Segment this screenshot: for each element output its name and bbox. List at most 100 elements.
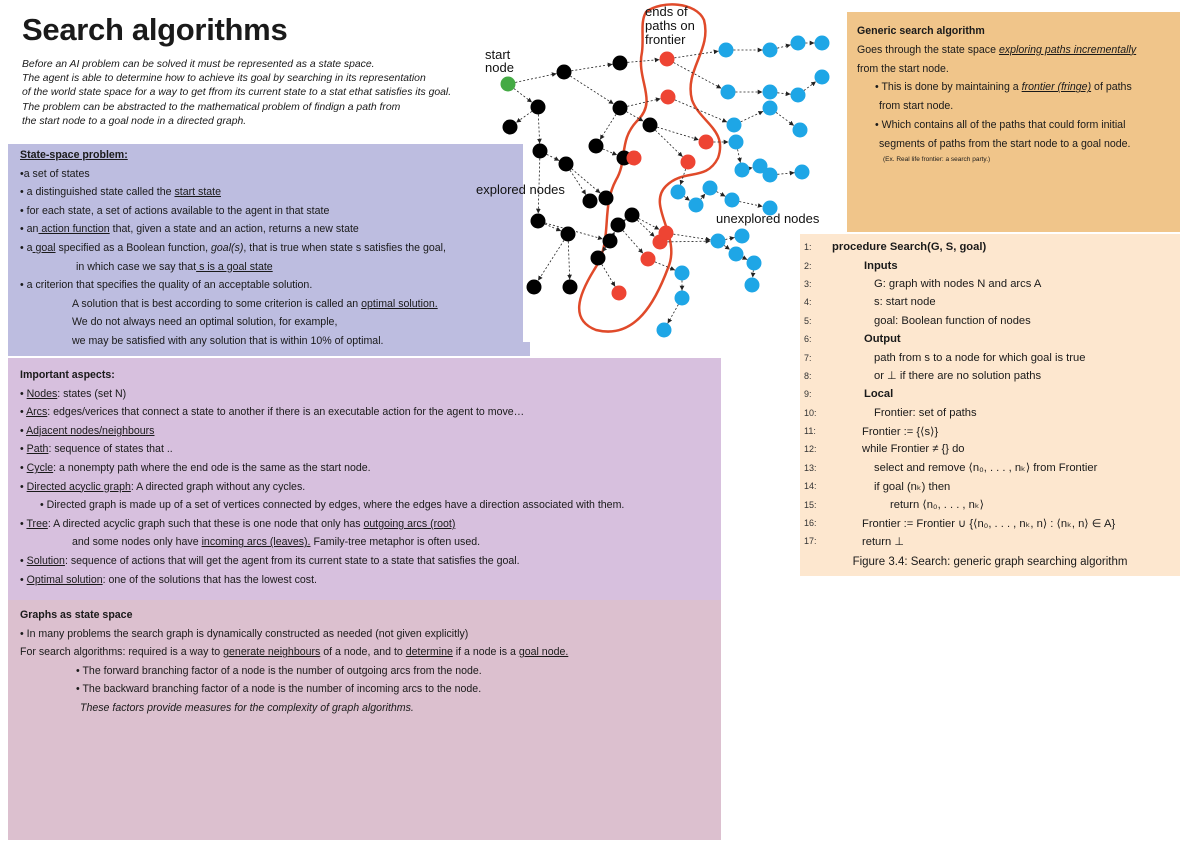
graph-edge [513, 88, 533, 103]
algorithm-line: 10:Frontier: set of paths [802, 404, 1180, 422]
intro-line: The agent is able to determine how to ac… [22, 73, 426, 85]
intro-line: the start node to a goal node in a direc… [22, 115, 247, 127]
graph-edge [567, 241, 572, 280]
algorithm-line: 11:Frontier := {⟨s⟩} [802, 422, 1180, 440]
intro-paragraph: Before an AI problem can be solved it mu… [22, 58, 502, 129]
line-text: if goal (nₖ) then [874, 480, 951, 493]
graph-edge [622, 230, 644, 254]
algorithm-line: 6: Output [802, 330, 1180, 348]
important-aspects-heading: Important aspects: [20, 369, 115, 381]
generic-line: segments of paths from the start node to… [879, 137, 1131, 150]
unexplored-node [790, 87, 806, 103]
intro-line: of the world state space for a way to ge… [22, 87, 452, 99]
line-number: 2: [804, 260, 812, 271]
term: outgoing arcs (root) [363, 517, 456, 530]
graph-edge [626, 111, 644, 122]
graph-edge [515, 111, 533, 123]
graph-edge [655, 129, 683, 158]
line-text: select and remove ⟨n₀, . . . , nₖ⟩ from … [874, 462, 1098, 475]
text: • This is done by maintaining a [875, 81, 1022, 94]
graph-edge [599, 114, 617, 140]
line-number: 14: [804, 481, 817, 492]
unexplored-node [762, 42, 778, 58]
graph-edge [602, 148, 618, 156]
unexplored-node [674, 265, 690, 281]
aspect-subitem: • Directed graph is made up of a set of … [40, 499, 625, 512]
graph-edge [723, 244, 731, 250]
text: of a node, and to [320, 646, 406, 659]
text: : A directed acyclic graph such that the… [47, 517, 364, 530]
unexplored-node [734, 228, 750, 244]
text: • a distinguished state called the [20, 186, 175, 199]
algorithm-line: 12:while Frontier ≠ {} do [802, 440, 1180, 458]
graph-edge [777, 43, 791, 49]
state-space-item: • a distinguished state called the start… [20, 183, 523, 202]
term: Directed acyclic graph [26, 480, 131, 493]
explored-node [556, 64, 572, 80]
line-number: 4: [804, 297, 812, 308]
unexplored-node [762, 167, 778, 183]
text: and some nodes only have [72, 536, 202, 549]
line-number: 9: [804, 389, 812, 400]
text: • [20, 554, 27, 567]
unexplored-node [674, 290, 690, 306]
line-number: 12: [804, 444, 817, 455]
unexplored-node [814, 69, 830, 85]
term: frontier (fringe) [1021, 81, 1092, 94]
graph-edge [601, 264, 616, 287]
line-text: Inputs [864, 259, 898, 272]
line-text: Frontier := {⟨s⟩} [862, 425, 939, 438]
graph-edge [741, 255, 748, 261]
graph-edge [679, 168, 687, 186]
aspect-item: • Directed acyclic graph: A directed gra… [20, 478, 721, 497]
algorithm-line: 17:return ⊥ [802, 532, 1180, 550]
page-title: Search algorithms [22, 12, 288, 47]
intro-line: Before an AI problem can be solved it mu… [22, 59, 375, 70]
line-number: 6: [804, 334, 812, 345]
text: • [20, 461, 27, 474]
algorithm-line: 2: Inputs [802, 256, 1180, 274]
graph-edge [627, 97, 661, 107]
explored-node [590, 250, 606, 266]
term: Adjacent nodes/neighbours [26, 424, 155, 437]
line-number: 13: [804, 462, 817, 473]
text: • [20, 480, 27, 493]
unexplored-node [790, 35, 806, 51]
graph-edge [775, 112, 795, 126]
graphs-state-space-panel: Graphs as state space • In many problems… [8, 600, 721, 840]
term-goal: goal [32, 241, 56, 254]
text: Family-tree metaphor is often used. [310, 536, 481, 549]
graph-edge [739, 201, 763, 208]
graph-edge [716, 191, 726, 197]
state-space-item: •a set of states [20, 167, 90, 180]
text: specified as a Boolean function, [55, 241, 212, 254]
state-space-item: • a criterion that specifies the quality… [20, 279, 313, 292]
line-text: Frontier := Frontier ∪ {⟨n₀, . . . , nₖ,… [862, 517, 1116, 530]
state-space-item: • a goal specified as a Boolean function… [20, 239, 523, 258]
term: exploring paths incrementally [998, 43, 1137, 56]
frontier-node [640, 251, 656, 267]
term: Nodes [26, 387, 58, 400]
text: of paths [1091, 81, 1132, 94]
text: • [20, 406, 27, 419]
graphs-item: • In many problems the search graph is d… [20, 627, 469, 640]
explored-node [502, 119, 518, 135]
line-text: procedure Search(G, S, goal) [832, 241, 987, 254]
frontier-node [680, 154, 696, 170]
line-number: 16: [804, 518, 817, 529]
graph-edge [674, 49, 719, 59]
line-text: s: start node [874, 296, 936, 309]
line-text: or ⊥ if there are no solution paths [874, 370, 1042, 383]
term-goal-state: s is a goal state [196, 260, 273, 273]
line-text: Output [864, 333, 901, 346]
line-text: G: graph with nodes N and arcs A [874, 277, 1042, 290]
line-number: 3: [804, 278, 812, 289]
algorithm-line: 3: G: graph with nodes N and arcs A [802, 275, 1180, 293]
line-number: 10: [804, 407, 817, 418]
unexplored-node [724, 192, 740, 208]
explored-node [526, 279, 542, 295]
label-line: frontier [645, 32, 686, 47]
